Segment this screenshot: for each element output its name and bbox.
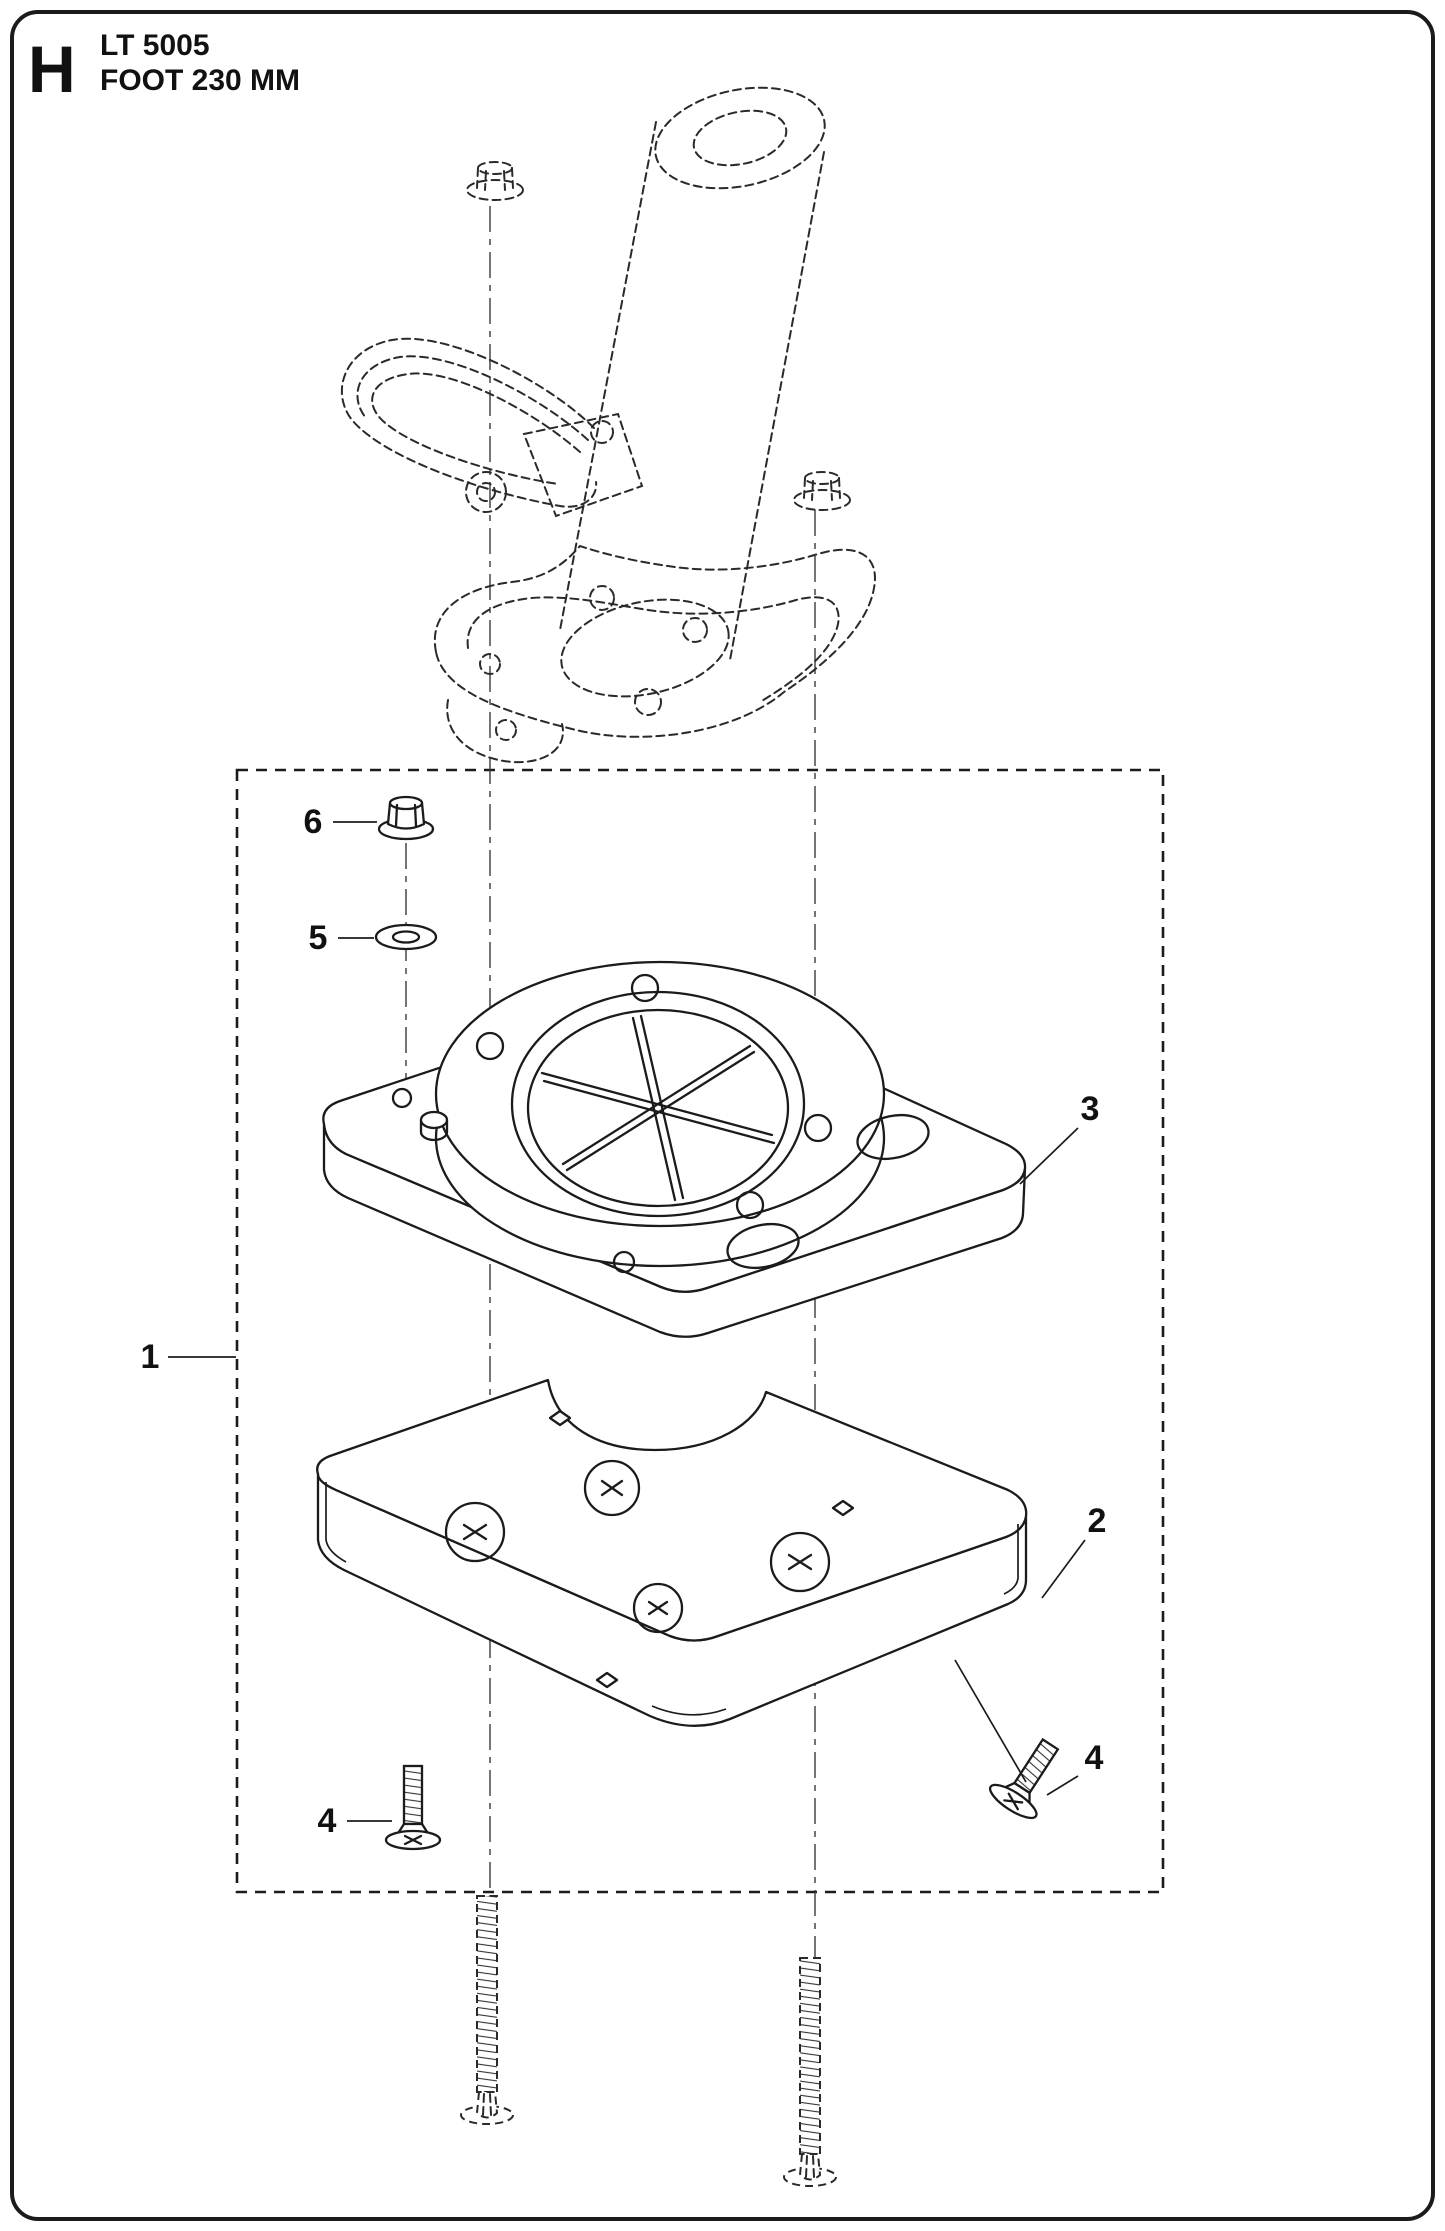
part-5-washer <box>374 923 438 951</box>
handle-phantom <box>340 337 644 518</box>
header: H LT 5005 FOOT 230 MM <box>28 29 300 106</box>
part-3-top-plate <box>322 960 1027 1338</box>
flange-nut-phantom-right <box>793 471 851 511</box>
long-bolt-left <box>460 1895 514 2125</box>
model-title: LT 5005 <box>100 29 210 62</box>
part-label-6: 6 <box>304 803 323 841</box>
page-border <box>10 10 1435 2221</box>
part-label-2: 2 <box>1088 1502 1107 1540</box>
part-2-bottom-plate <box>316 1378 1028 1727</box>
part-4-screw-right <box>988 1737 1060 1820</box>
part-label-4-left: 4 <box>318 1802 337 1840</box>
collar-cross-spokes <box>540 1014 776 1202</box>
part-4-screw-left <box>384 1764 442 1851</box>
long-bolt-right <box>783 1957 837 2187</box>
plate-boss <box>419 1110 449 1142</box>
foot-tube-assembly-phantom <box>340 86 876 764</box>
section-letter: H <box>28 32 76 106</box>
assembly-group-box <box>235 768 1165 1894</box>
part-label-1: 1 <box>141 1338 160 1376</box>
bolt-seat-holes <box>444 1459 831 1634</box>
flange-nut-phantom-left <box>466 161 524 201</box>
part-label-3: 3 <box>1081 1090 1100 1128</box>
leader-lines <box>168 821 1086 1822</box>
part-6-flange-nut <box>377 795 435 841</box>
part-name-title: FOOT 230 MM <box>100 64 300 97</box>
part-label-5: 5 <box>309 919 328 957</box>
square-holes <box>548 1409 855 1689</box>
part-label-4-right: 4 <box>1085 1739 1104 1777</box>
